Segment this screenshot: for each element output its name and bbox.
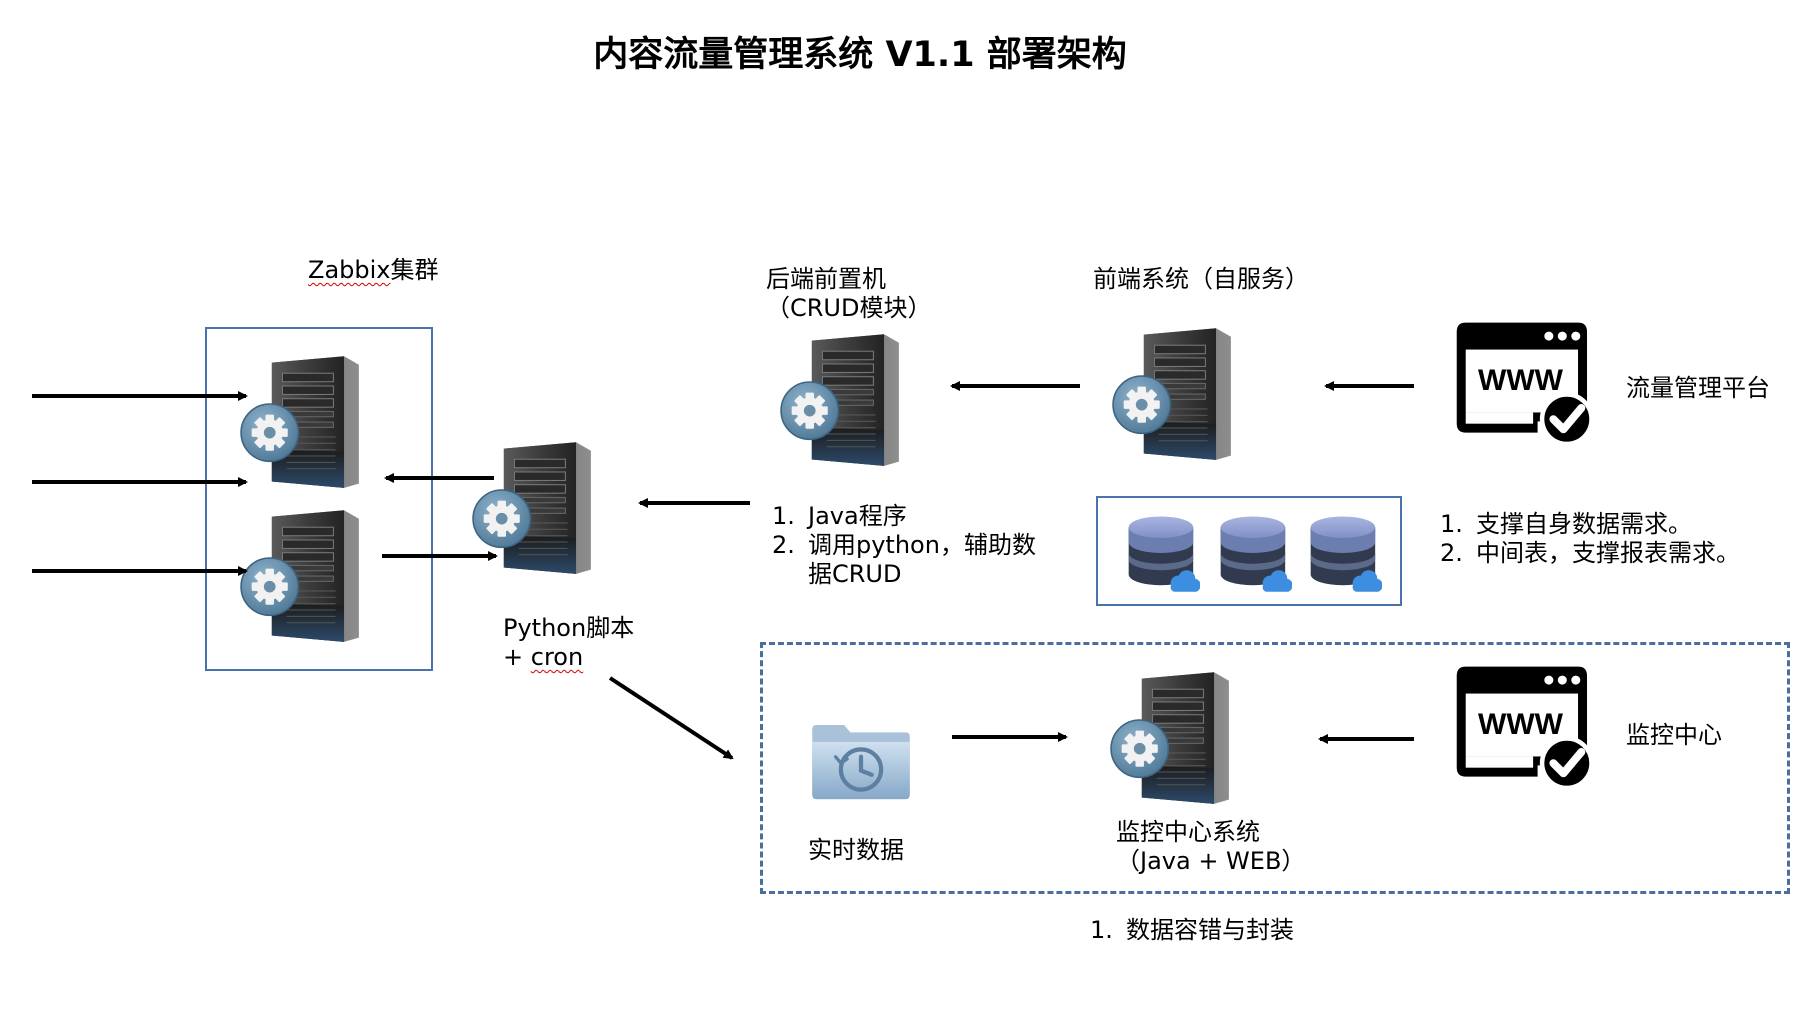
- database-notes: 1. 支撑自身数据需求。 2. 中间表，支撑报表需求。: [1440, 510, 1740, 568]
- python-to-realtime-arrow: [608, 676, 734, 760]
- db-note-2-num: 2.: [1440, 539, 1463, 567]
- monitor-system-subtitle: （Java + WEB）: [1116, 847, 1306, 875]
- plus-sign: +: [503, 643, 531, 671]
- zabbix-cluster-label: Zabbix集群: [308, 256, 439, 285]
- python-script-text: Python脚本: [503, 614, 635, 642]
- monitor-note-1-num: 1.: [1090, 916, 1113, 944]
- www-text-2: WWW: [1478, 708, 1564, 741]
- cluster-word: 集群: [390, 256, 439, 284]
- traffic-platform-label: 流量管理平台: [1626, 374, 1770, 402]
- monitor-note-1: 数据容错与封装: [1126, 916, 1294, 944]
- monitor-system-label: 监控中心系统 （Java + WEB）: [1116, 818, 1305, 876]
- backend-note-2: 调用python，辅助数据CRUD: [808, 531, 1036, 588]
- python-node-label: Python脚本 + cron: [503, 614, 634, 672]
- frontend-node-label: 前端系统（自服务）: [1093, 265, 1309, 293]
- monitoring-region: [760, 642, 1790, 894]
- monitor-notes: 1. 数据容错与封装: [1090, 916, 1294, 945]
- db-note-1-num: 1.: [1440, 510, 1463, 538]
- backend-subtitle: （CRUD模块）: [766, 294, 932, 322]
- zabbix-word: Zabbix: [308, 256, 391, 284]
- monitor-center-label: 监控中心: [1626, 721, 1722, 749]
- database-box: [1096, 496, 1402, 606]
- zabbix-cluster-box: [205, 327, 433, 671]
- db-note-1: 支撑自身数据需求。: [1476, 510, 1692, 538]
- www-text-1: WWW: [1478, 364, 1564, 397]
- cron-word: cron: [530, 643, 584, 671]
- backend-node-label: 后端前置机 （CRUD模块）: [766, 265, 931, 323]
- diagram-title: 内容流量管理系统 V1.1 部署架构: [593, 35, 1127, 75]
- backend-notes: 1. Java程序 2. 调用python，辅助数据CRUD: [772, 502, 1038, 589]
- backend-note-1: Java程序: [808, 502, 907, 530]
- realtime-data-label: 实时数据: [808, 836, 904, 864]
- backend-note-2-num: 2.: [772, 531, 795, 559]
- backend-title: 后端前置机: [766, 265, 886, 293]
- db-note-2: 中间表，支撑报表需求。: [1476, 539, 1740, 567]
- monitor-system-title: 监控中心系统: [1116, 818, 1260, 846]
- backend-note-1-num: 1.: [772, 502, 795, 530]
